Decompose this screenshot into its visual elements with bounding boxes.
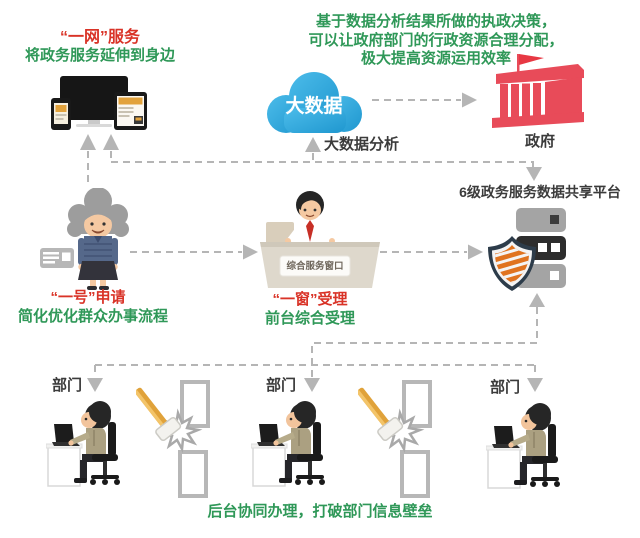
department-worker-icon	[251, 396, 337, 488]
devices-icon	[46, 72, 151, 130]
arrowhead-up-cloud	[305, 137, 321, 152]
citizen-skirt	[78, 261, 118, 280]
backstage-caption: 后台协同办理，打破部门信息壁垒	[207, 503, 433, 520]
counter-subtitle: 前台综合受理	[264, 310, 355, 327]
building-roof	[496, 64, 584, 84]
shield-icon	[488, 236, 536, 291]
counter-sign: 综合服务窗口	[286, 261, 344, 272]
big-data-caption: 大数据分析	[324, 136, 400, 153]
dept1-label: 部门	[52, 377, 83, 394]
arrowheads	[80, 92, 545, 392]
government-label: 政府	[524, 133, 555, 150]
clerk-tie	[306, 220, 314, 242]
tablet-icon	[114, 92, 147, 130]
wall-segment	[400, 450, 430, 498]
arrowhead-up-devices-right	[103, 134, 119, 150]
policy-note-line2: 可以让政府部门的行政资源合理分配，	[308, 31, 564, 49]
wall-segment	[402, 380, 432, 428]
cloud-label: 大数据	[285, 96, 343, 117]
arrowhead-up-devices-left	[80, 134, 96, 150]
arrowhead-down-dept3	[527, 378, 543, 392]
arrowhead-down-dept1	[87, 378, 103, 392]
department-worker-icon	[486, 398, 572, 490]
arrowhead-down-dept2	[304, 378, 320, 392]
phone-icon	[51, 98, 71, 130]
counter-desk	[260, 242, 380, 288]
platform-to-departments-line	[311, 307, 538, 377]
big-data-cloud-icon: 大数据	[262, 70, 366, 138]
arrowhead-right-shield	[468, 244, 483, 260]
citizen-icon	[66, 188, 130, 290]
building-wall	[545, 77, 582, 118]
arrowhead-right-counter	[243, 244, 258, 260]
departments-distribution-line	[94, 364, 536, 377]
building-base	[492, 112, 584, 128]
top-distribution-line	[110, 151, 534, 167]
flag-icon	[517, 54, 544, 76]
service-counter-icon	[258, 190, 383, 290]
application-title: “一号”申请	[50, 289, 126, 306]
clerk-figure	[285, 191, 335, 244]
application-subtitle: 简化优化群众办事流程	[17, 308, 168, 325]
dept3-label: 部门	[490, 379, 521, 396]
citizen-face	[84, 212, 112, 238]
department-worker-icon	[46, 396, 132, 488]
wall-segment	[178, 450, 208, 498]
platform-title: 6级政务服务数据共享平台	[459, 184, 621, 200]
policy-note-line1: 基于数据分析结果所做的执政决策，	[315, 13, 556, 30]
government-building-icon	[492, 50, 588, 132]
hammer-icon	[358, 387, 404, 442]
network-service-subtitle: 将政务服务延伸到身边	[24, 47, 175, 64]
hammer-icon	[136, 387, 182, 442]
network-service-title: “一网”服务	[59, 29, 140, 46]
wall-break-icon	[136, 378, 216, 500]
arrowhead-up-platform	[529, 293, 545, 307]
wall-segment	[180, 380, 210, 428]
policy-note: 基于数据分析结果所做的执政决策， 可以让政府部门的行政资源合理分配， 极大提高资…	[283, 13, 589, 69]
laptop-icon	[60, 76, 128, 127]
data-platform-icon	[486, 206, 570, 298]
dept2-label: 部门	[266, 377, 297, 394]
id-card-icon	[40, 248, 74, 268]
counter-title: “一窗”受理	[272, 291, 348, 308]
wall-break-icon	[358, 378, 438, 500]
policy-note-line3: 极大提高资源运用效率	[360, 50, 511, 67]
arrowhead-down-platform-title	[526, 167, 542, 181]
arrowhead-right-government	[462, 92, 477, 108]
